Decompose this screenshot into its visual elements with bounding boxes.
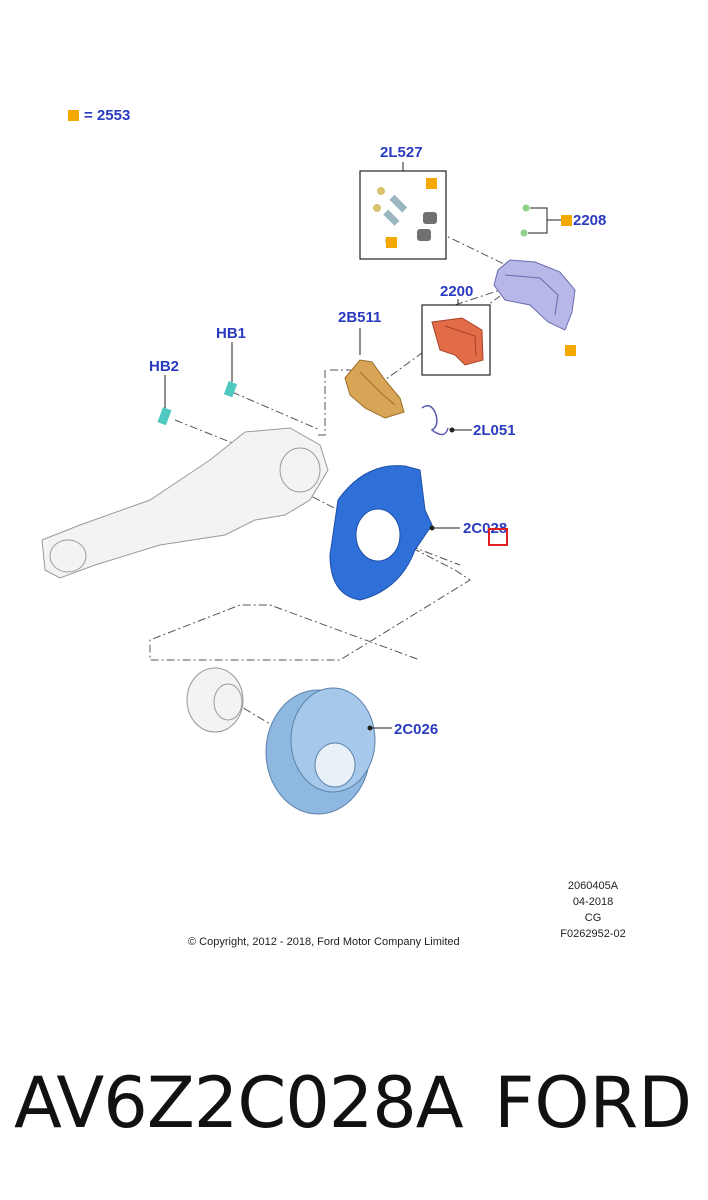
legend-text: = 2553 (84, 107, 131, 124)
legend: = 2553 (68, 107, 130, 124)
caliper (493, 259, 576, 356)
figure-id: F0262952-02 (560, 928, 626, 940)
caliper-bracket (344, 359, 405, 419)
brake-rotor (265, 687, 376, 815)
illustration-code: CG (584, 912, 602, 924)
legend-square-icon (68, 110, 79, 121)
callout-2200[interactable]: 2200 (440, 283, 474, 300)
brand-name: FORD (494, 1062, 692, 1144)
dust-shield (329, 465, 433, 601)
brake-exploded-diagram (41, 162, 576, 815)
callout-2L051[interactable]: 2L051 (473, 422, 516, 439)
callout-2C028[interactable]: 2C028 (463, 520, 508, 537)
pads-box (421, 304, 491, 376)
pin-kit-box (359, 170, 447, 260)
selection-highlight (488, 528, 508, 546)
illustration-meta: 2060405A 04-2018 CG F0262952-02 (555, 878, 631, 942)
bolts (157, 381, 238, 426)
footer-bar (0, 1000, 708, 1200)
illustration-date: 04-2018 (572, 896, 614, 908)
callout-2L527[interactable]: 2L527 (380, 144, 423, 161)
wheel-hub (186, 667, 244, 733)
callout-2B511[interactable]: 2B511 (338, 309, 382, 326)
part-number: AV6Z2C028A (14, 1062, 464, 1144)
illustration-id: 2060405A (567, 880, 619, 892)
callout-HB1[interactable]: HB1 (216, 325, 247, 342)
anti-rattle-spring (421, 405, 449, 436)
bleeder-callout (520, 204, 572, 237)
leader-lines (164, 162, 472, 731)
callout-2C026[interactable]: 2C026 (394, 721, 439, 738)
knuckle (41, 427, 329, 579)
callout-2208[interactable]: 2208 (573, 212, 607, 229)
copyright: © Copyright, 2012 - 2018, Ford Motor Com… (188, 936, 460, 948)
callout-HB2[interactable]: HB2 (149, 358, 180, 375)
